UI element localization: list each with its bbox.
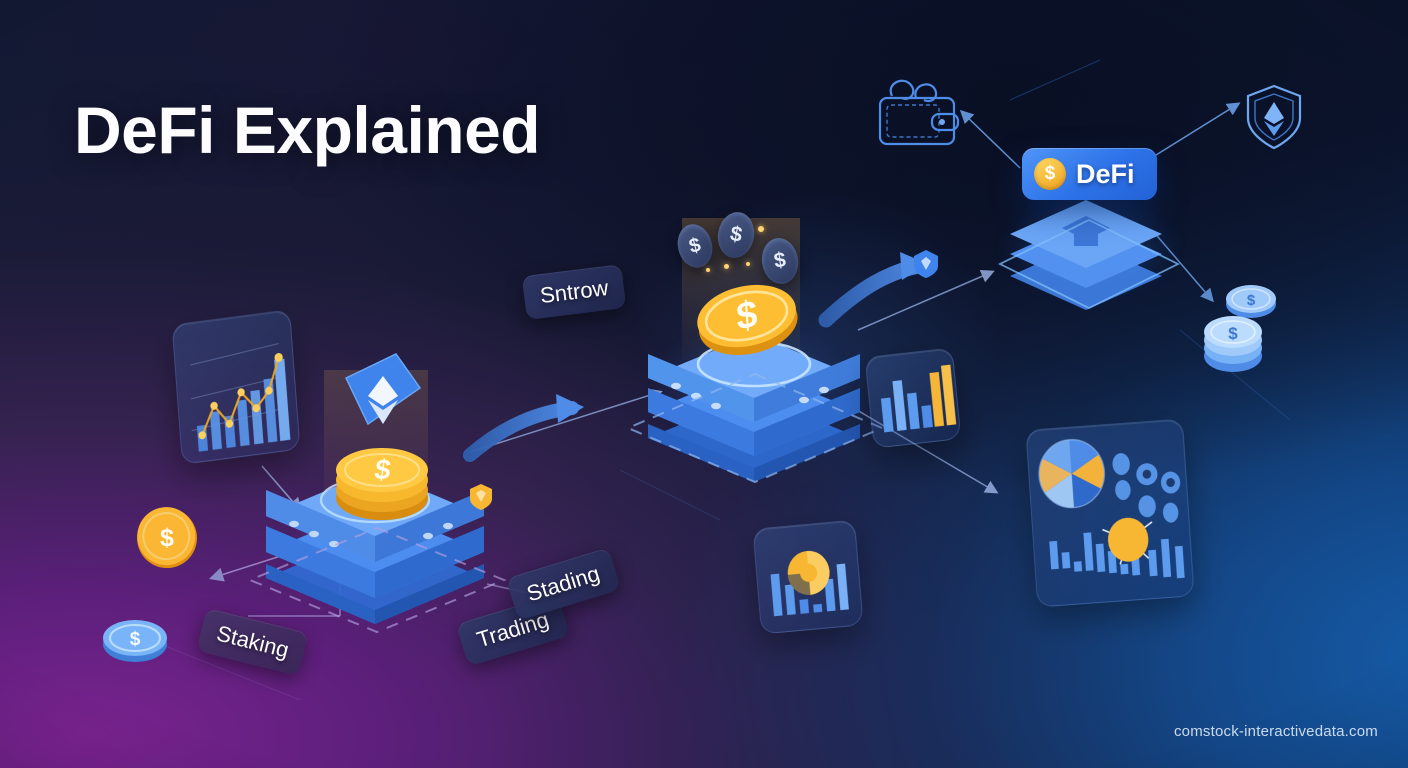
gold-coin-center: $ <box>692 268 802 364</box>
isometric-platform-left <box>266 470 484 624</box>
blue-coin-icon: $ <box>100 610 170 668</box>
svg-text:$: $ <box>735 292 759 339</box>
svg-text:$: $ <box>160 524 174 552</box>
page-title: DeFi Explained <box>74 92 541 168</box>
wallet-icon <box>872 74 964 152</box>
ethereum-card-icon <box>336 344 428 456</box>
svg-text:$: $ <box>373 454 393 485</box>
blue-coin-icon-single: $ <box>1224 278 1278 322</box>
chart-panel-donut-bar <box>752 519 864 635</box>
defi-badge-coin-symbol: $ <box>1045 163 1056 185</box>
gold-coin-icon: $ <box>134 504 200 570</box>
blue-coin-stack-icon: $ <box>1200 314 1266 374</box>
dashed-ring-center <box>625 372 885 484</box>
chart-svg-bar-small <box>880 364 957 433</box>
defi-badge-label: DeFi <box>1076 159 1135 190</box>
chart-svg-dashboard <box>1038 438 1185 579</box>
gold-coin-stack-left: $ <box>330 432 434 528</box>
chart-panel-line-bar <box>171 309 301 465</box>
sparkle-dot <box>724 264 729 269</box>
svg-text:$: $ <box>130 629 141 650</box>
chart-panel-dashboard <box>1025 418 1195 608</box>
sparkle-dot <box>706 268 710 272</box>
sparkle-dot <box>746 262 750 266</box>
svg-text:$: $ <box>1247 292 1256 309</box>
watermark: comstock-interactivedata.com <box>1173 723 1378 740</box>
chart-svg-donut-bar <box>770 550 849 617</box>
defi-badge-coin-icon: $ <box>1034 158 1066 190</box>
defi-platform-outline <box>997 218 1181 310</box>
small-shield-icon <box>912 248 940 280</box>
gold-shield-icon <box>468 482 494 512</box>
sparkle-dot <box>758 226 764 232</box>
defi-badge[interactable]: $ DeFi <box>1022 148 1157 200</box>
dashed-ring-left <box>247 526 507 634</box>
shield-ethereum-icon <box>1242 82 1306 154</box>
chart-svg-line-bar <box>190 343 291 452</box>
chart-panel-bar-small <box>864 347 962 449</box>
svg-text:$: $ <box>1228 324 1238 343</box>
